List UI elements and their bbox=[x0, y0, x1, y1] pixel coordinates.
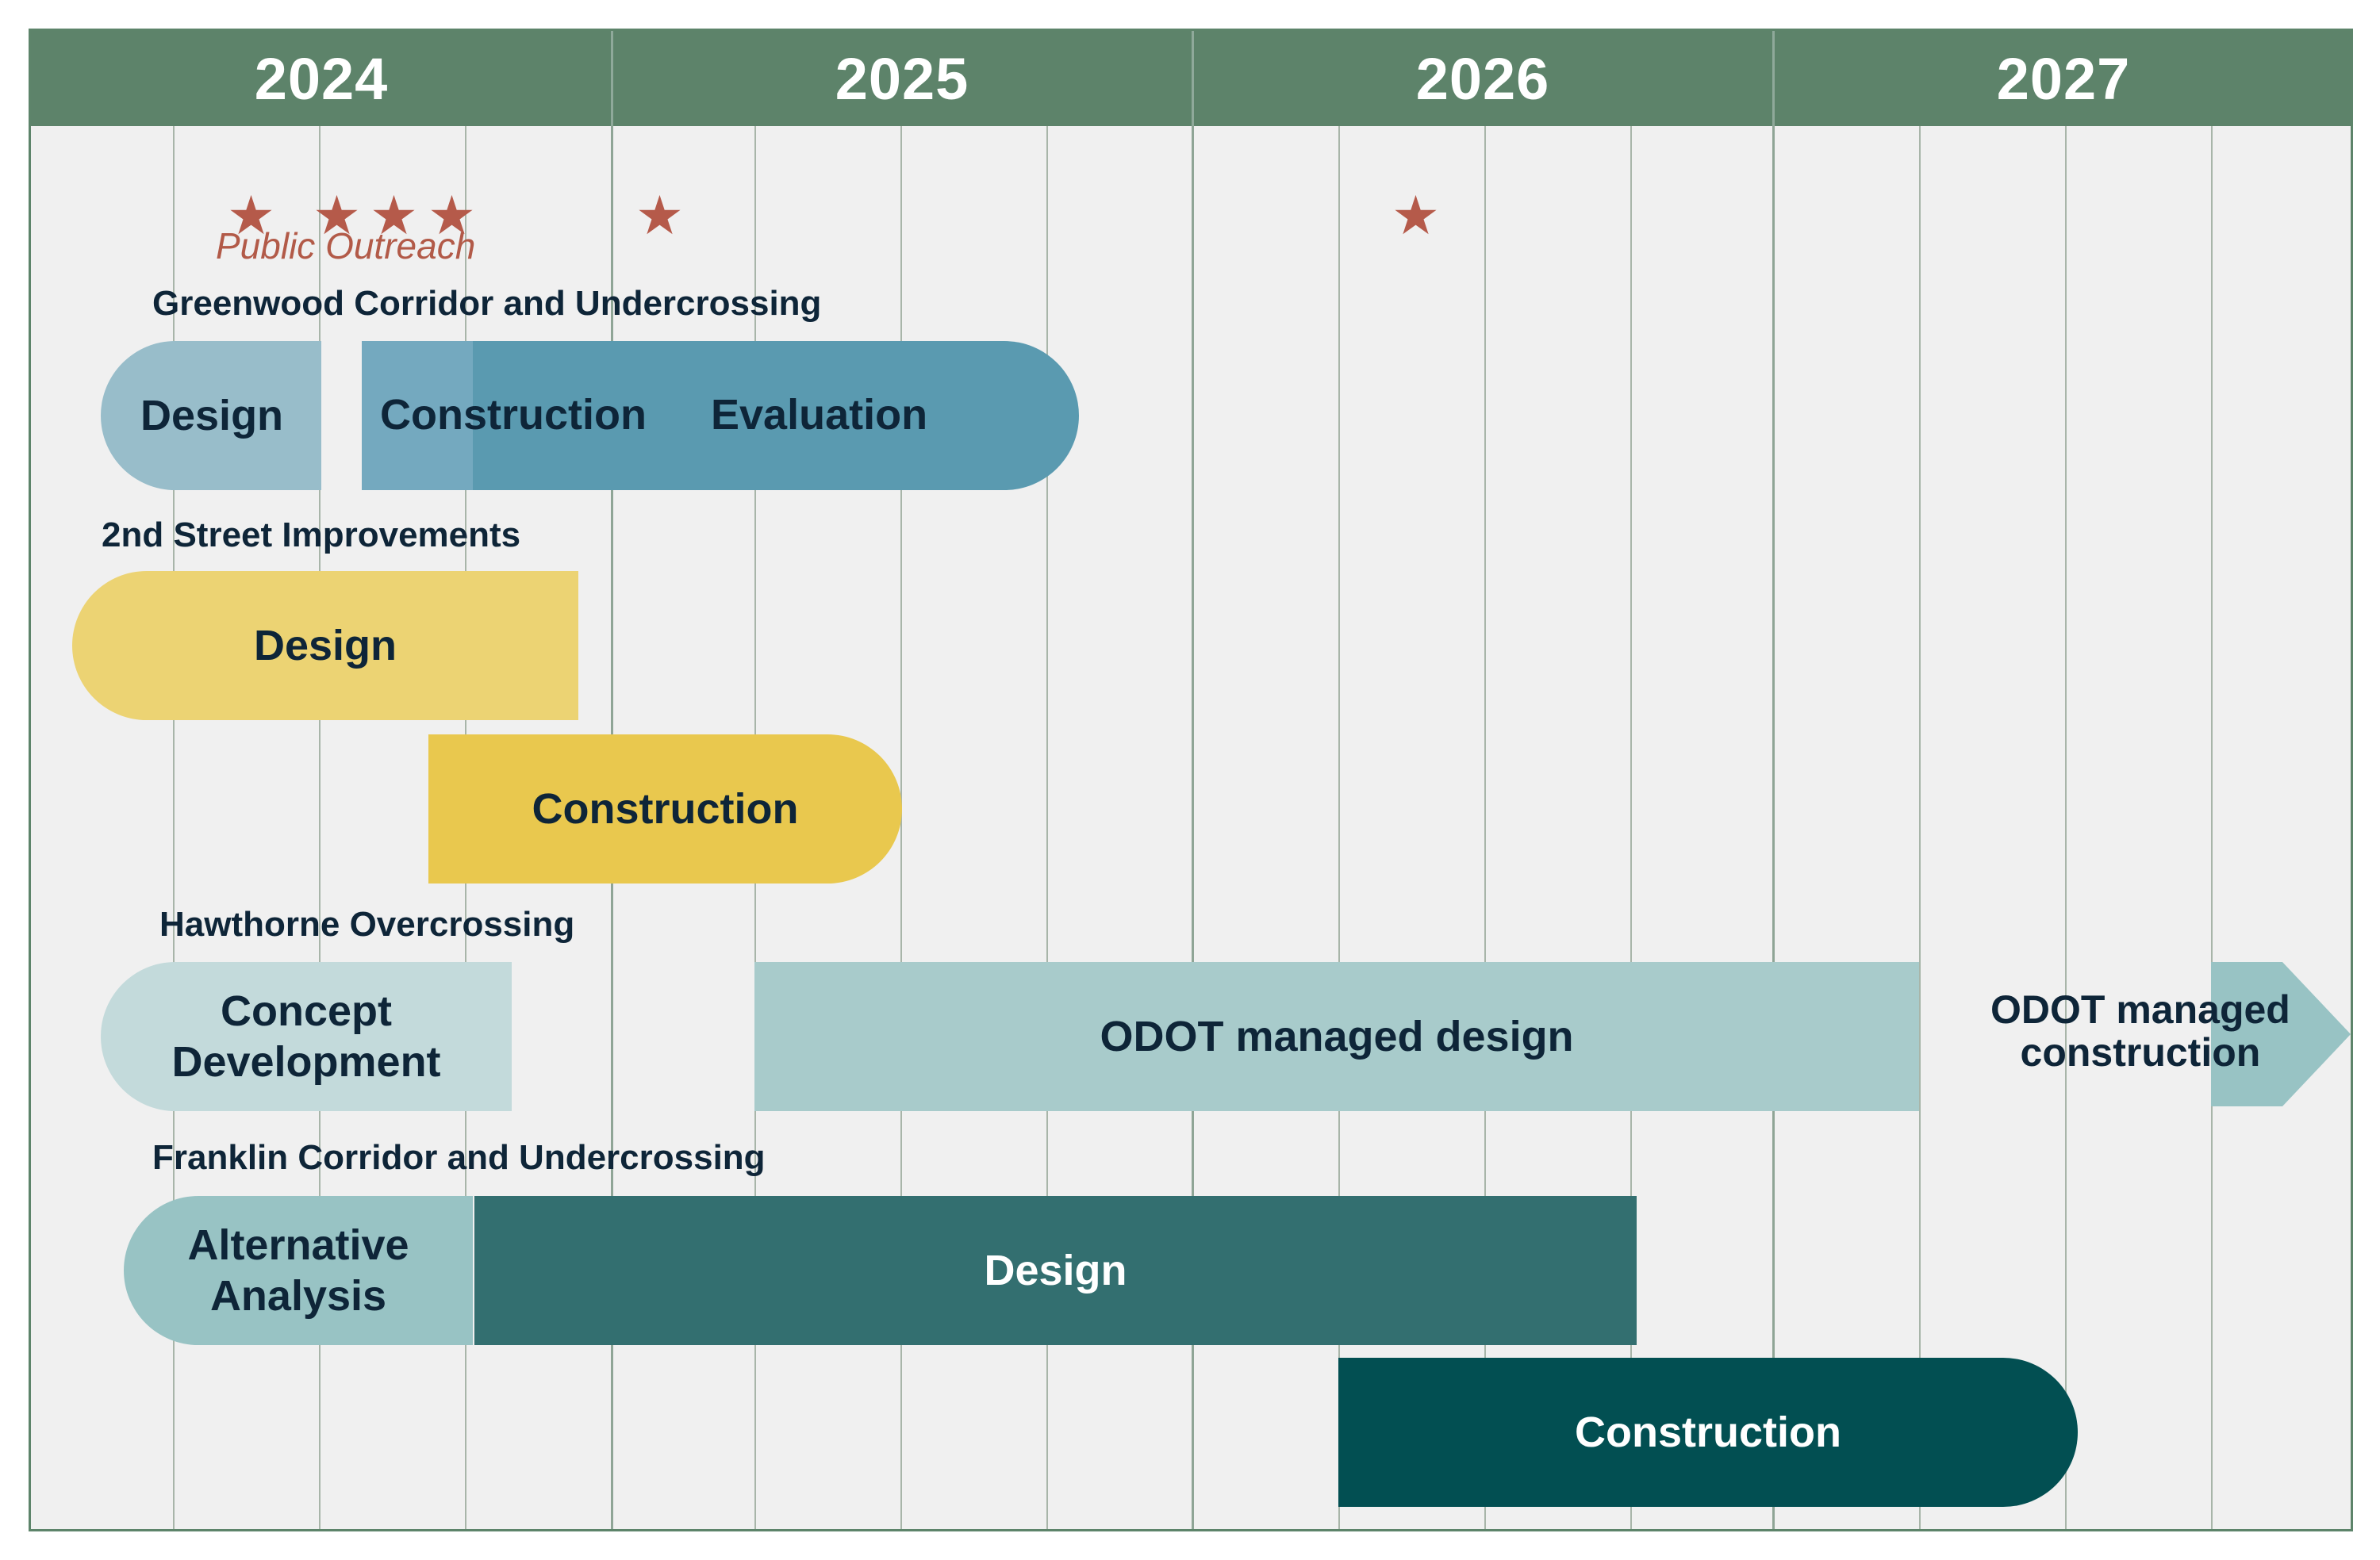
year-2027: 2027 bbox=[1996, 45, 2131, 112]
greenwood-evaluation-label: Evaluation bbox=[711, 391, 928, 439]
franklin-alternative-label-line1: Alternative bbox=[187, 1221, 409, 1269]
franklin-design-bar: Design bbox=[474, 1196, 1637, 1345]
quarter-gridline bbox=[1046, 126, 1048, 1529]
second-street-construction-bar: Construction bbox=[428, 734, 902, 883]
outreach-star-icon: ★ bbox=[313, 185, 361, 247]
quarter-gridline bbox=[2211, 126, 2213, 1529]
quarter-gridline bbox=[900, 126, 902, 1529]
greenwood-construction-bar bbox=[362, 341, 473, 490]
hawthorne-odot-construction-arrow bbox=[2211, 962, 2351, 1106]
timeline-chart: 2024 2025 2026 2027 ★ ★ ★ ★ ★ ★ Public O… bbox=[29, 29, 2353, 1531]
hawthorne-concept-label-line2: Development bbox=[171, 1038, 441, 1086]
franklin-alternative-bar: Alternative Analysis bbox=[124, 1196, 473, 1345]
hawthorne-title: Hawthorne Overcrossing bbox=[159, 905, 575, 944]
year-2025: 2025 bbox=[835, 45, 969, 112]
franklin-design-label: Design bbox=[984, 1247, 1127, 1294]
year-divider bbox=[611, 31, 613, 126]
quarter-gridline bbox=[1338, 126, 1340, 1529]
outreach-star-icon: ★ bbox=[370, 185, 418, 247]
quarter-gridline bbox=[173, 126, 175, 1529]
quarter-gridline bbox=[1919, 126, 1921, 1529]
second-street-construction-label: Construction bbox=[532, 785, 799, 833]
second-street-design-bar: Design bbox=[72, 571, 578, 720]
franklin-title: Franklin Corridor and Undercrossing bbox=[152, 1138, 766, 1177]
greenwood-design-label: Design bbox=[140, 392, 284, 439]
second-street-title: 2nd Street Improvements bbox=[102, 516, 521, 554]
quarter-gridline bbox=[1630, 126, 1632, 1529]
outreach-star-icon: ★ bbox=[635, 185, 684, 247]
franklin-construction-bar: Construction bbox=[1338, 1358, 2078, 1507]
hawthorne-concept-label-line1: Concept bbox=[221, 987, 392, 1035]
greenwood-title: Greenwood Corridor and Undercrossing bbox=[152, 284, 822, 323]
quarter-gridline bbox=[1484, 126, 1486, 1529]
greenwood-design-bar: Design bbox=[101, 341, 321, 490]
year-gridline bbox=[1192, 126, 1194, 1529]
hawthorne-odot-construction-label: ODOT managed construction bbox=[1990, 988, 2290, 1074]
outreach-star-icon: ★ bbox=[227, 185, 275, 247]
hawthorne-odot-design-bar: ODOT managed design bbox=[754, 962, 1919, 1111]
hawthorne-odot-construction-line1: ODOT managed bbox=[1990, 987, 2290, 1032]
outreach-star-icon: ★ bbox=[1392, 185, 1440, 247]
hawthorne-odot-design-label: ODOT managed design bbox=[1100, 1013, 1574, 1060]
year-header: 2024 2025 2026 2027 bbox=[31, 31, 2351, 126]
greenwood-construction-label: Construction bbox=[380, 391, 647, 439]
hawthorne-odot-construction-line2: construction bbox=[2020, 1030, 2261, 1075]
year-2024: 2024 bbox=[254, 45, 389, 112]
year-divider bbox=[1192, 31, 1194, 126]
year-2026: 2026 bbox=[1415, 45, 1550, 112]
quarter-gridline bbox=[2065, 126, 2067, 1529]
greenwood-evaluation-bar bbox=[473, 341, 1079, 490]
quarter-gridline bbox=[319, 126, 321, 1529]
public-outreach-label: Public Outreach bbox=[216, 225, 476, 266]
franklin-alternative-label-line2: Analysis bbox=[209, 1272, 387, 1320]
franklin-construction-label: Construction bbox=[1575, 1409, 1841, 1456]
outreach-star-icon: ★ bbox=[428, 185, 476, 247]
year-divider bbox=[1772, 31, 1775, 126]
hawthorne-concept-bar: Concept Development bbox=[101, 962, 512, 1111]
year-gridline bbox=[1772, 126, 1775, 1529]
second-street-design-label: Design bbox=[253, 622, 397, 669]
